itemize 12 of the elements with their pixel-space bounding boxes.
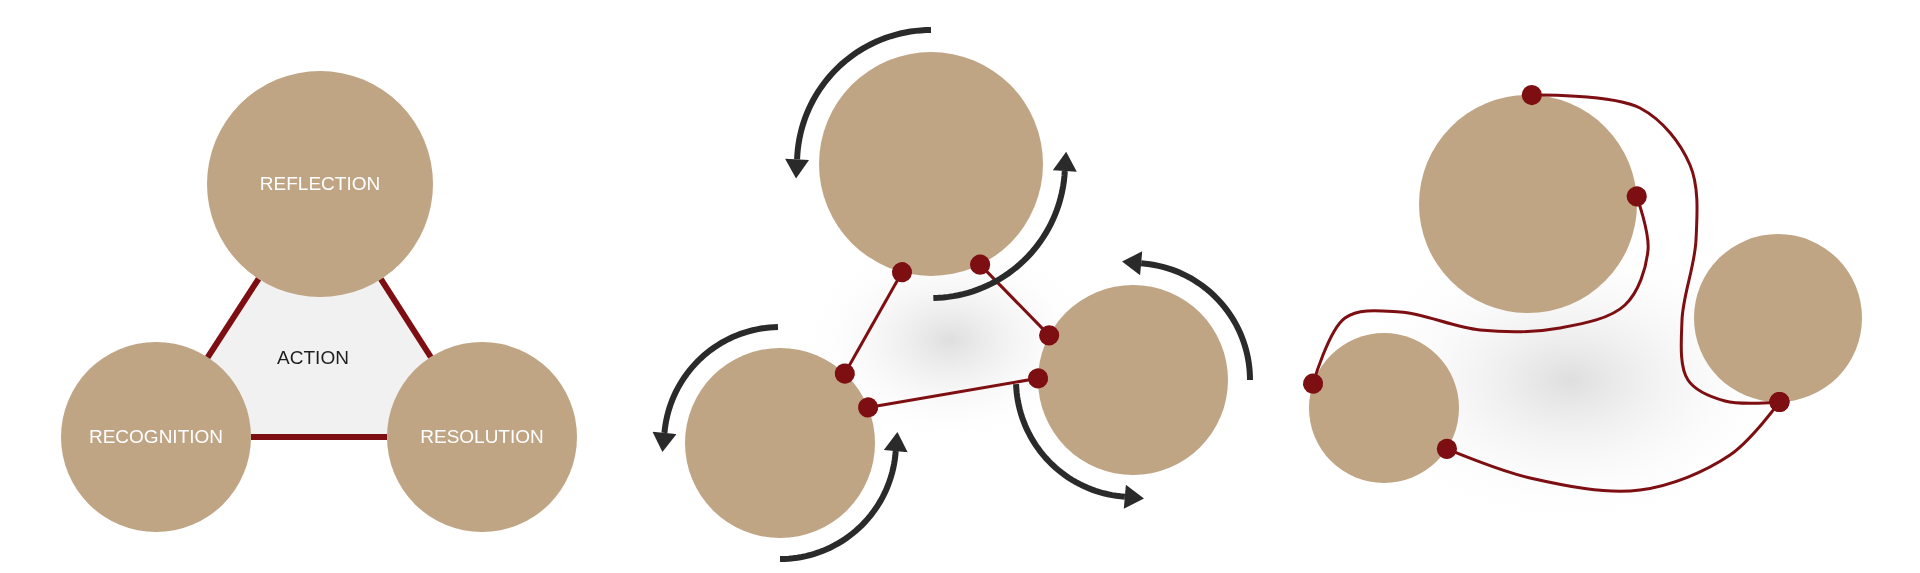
node-label: ACTION	[277, 347, 349, 369]
node-label: RESOLUTION	[420, 426, 544, 448]
connector-line	[1436, 391, 1790, 493]
connector-line	[970, 254, 1060, 346]
connector-line	[1303, 186, 1650, 394]
connector-line	[205, 277, 262, 359]
node-label: RECOGNITION	[88, 426, 224, 448]
connector-line	[251, 434, 387, 440]
node-label: REFLECTION	[259, 173, 381, 195]
connector-line	[834, 262, 913, 384]
connector-line	[858, 368, 1049, 418]
connector-line	[378, 277, 434, 359]
